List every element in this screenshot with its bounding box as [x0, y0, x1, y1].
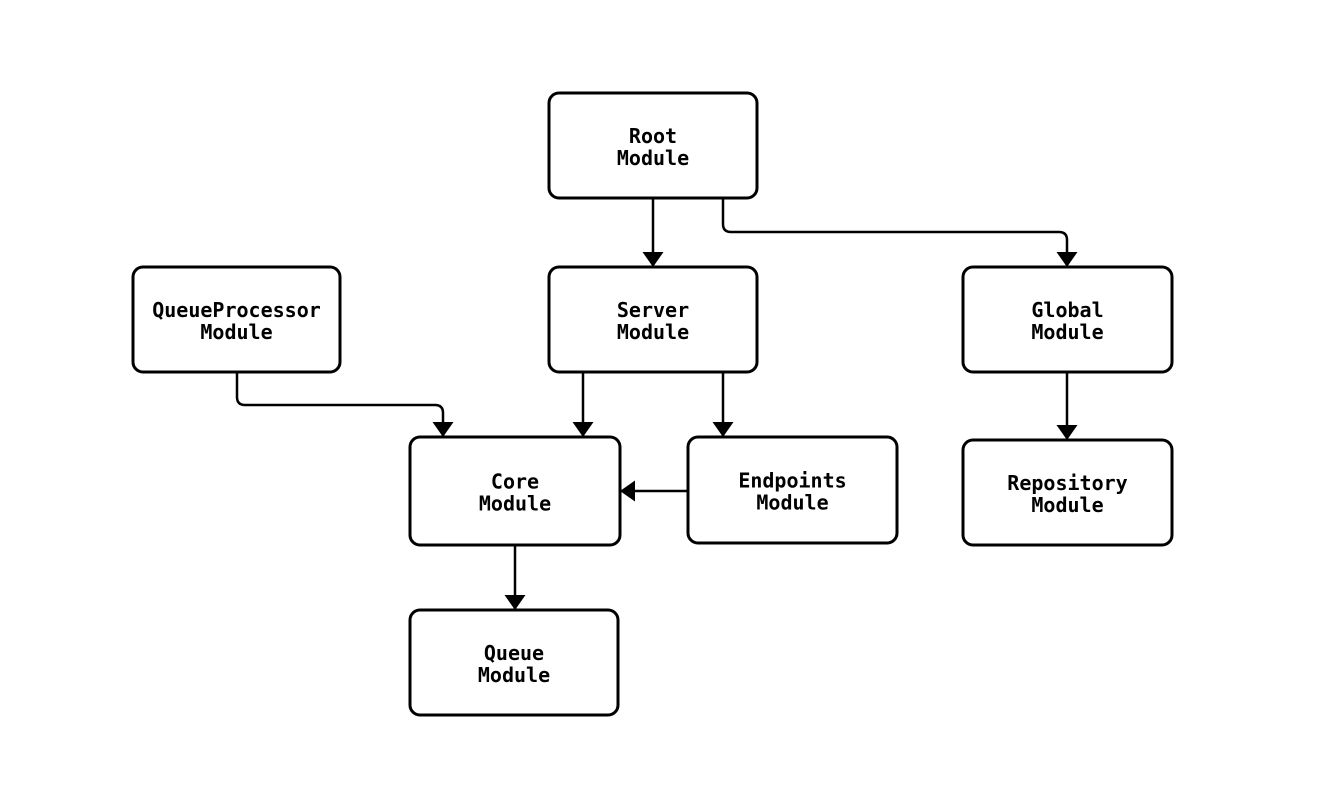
edge-queueprocessor-to-core	[235, 372, 454, 437]
node-box-root	[547, 91, 759, 200]
edge-root-to-global	[721, 198, 1078, 267]
node-box-core	[408, 435, 622, 547]
node-box-queue	[408, 608, 620, 717]
node-box-endpoints	[686, 435, 899, 545]
edges-layer	[235, 198, 1078, 610]
node-box-server	[547, 265, 759, 374]
node-box-repository	[961, 438, 1174, 547]
node-box-global	[961, 265, 1174, 374]
node-box-queueprocessor	[131, 265, 342, 374]
